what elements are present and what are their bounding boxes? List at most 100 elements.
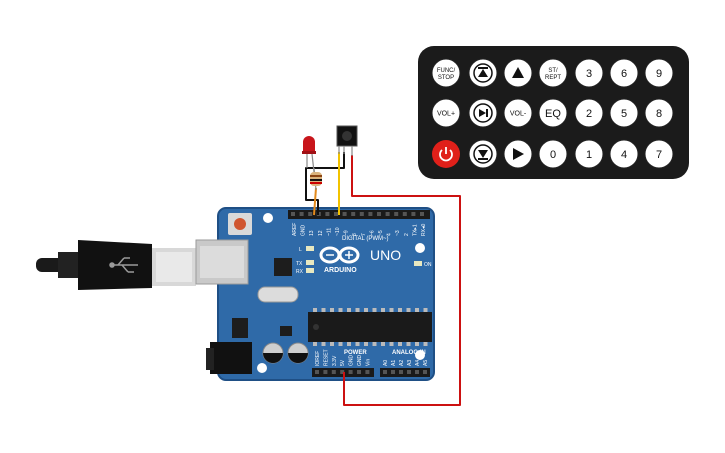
pin-label: GND	[349, 355, 355, 367]
triangle-up-icon	[512, 67, 524, 78]
triangle-up-button[interactable]	[503, 58, 533, 88]
pin-label: 13	[309, 230, 315, 236]
remote-button-label: 5	[621, 108, 627, 120]
skip-back-icon	[473, 63, 493, 83]
pin-label: Vin	[365, 359, 371, 366]
pin-label: RX◂0	[421, 224, 427, 236]
pin-label: ~3	[395, 230, 401, 236]
pin-label: AREF	[292, 223, 298, 236]
remote-button-1[interactable]: 1	[574, 139, 604, 169]
remote-button-3[interactable]: 3	[574, 58, 604, 88]
remote-button-6[interactable]: 6	[609, 58, 639, 88]
skip-forward-icon	[473, 144, 493, 164]
power-icon	[439, 147, 453, 162]
remote-button-label: 0	[550, 149, 556, 161]
remote-button-2[interactable]: 2	[574, 98, 604, 128]
remote-button-func-stop[interactable]: FUNC/STOP	[431, 58, 461, 88]
remote-button-label: 6	[621, 68, 627, 80]
analog-label: ANALOG IN	[392, 350, 426, 356]
led-tx	[306, 260, 314, 265]
arduino-logo	[319, 246, 360, 264]
remote-button-label: 1	[586, 149, 592, 161]
usb-icon	[109, 257, 138, 273]
remote-button-label: 7	[656, 149, 662, 161]
remote-button-7[interactable]: 7	[644, 139, 674, 169]
pin-label: ~9	[344, 230, 350, 236]
remote-button-label: 2	[586, 108, 592, 120]
power-label: POWER	[344, 350, 367, 356]
pin-label: ~11	[326, 228, 332, 236]
digital-label: DIGITAL (PWM~)	[342, 236, 389, 242]
remote-button-8[interactable]: 8	[644, 98, 674, 128]
remote-button-st-rept[interactable]: ST/REPT	[538, 58, 568, 88]
remote-button-4[interactable]: 4	[609, 139, 639, 169]
pin-label: 7	[361, 233, 367, 236]
pin-label: 2	[404, 233, 410, 236]
remote-button-label: VOL-	[510, 111, 527, 118]
remote-button-vol[interactable]: VOL-	[503, 98, 533, 128]
skip-back-button[interactable]	[468, 58, 498, 88]
wire-orange	[313, 187, 317, 216]
analog-header	[380, 368, 430, 377]
pin-label: 8	[352, 233, 358, 236]
pin-label: 5V	[340, 359, 346, 366]
capacitor	[262, 342, 284, 364]
pin-label: A5	[423, 360, 429, 366]
ir-receiver	[336, 125, 358, 156]
pin-label: 4	[387, 233, 393, 236]
label-tx: TX	[296, 261, 303, 267]
triangle-down-button[interactable]	[503, 139, 533, 169]
led-rx	[306, 268, 314, 273]
voltage-regulator	[232, 318, 248, 338]
wires	[305, 152, 461, 406]
led-l	[306, 246, 314, 251]
play-pause-icon	[473, 103, 493, 123]
remote-button-label: VOL+	[437, 111, 455, 118]
skip-forward-button[interactable]	[468, 139, 498, 169]
label-on: ON	[424, 262, 432, 268]
remote-button-label: 8	[656, 108, 662, 120]
triangle-down-icon	[513, 148, 524, 160]
pin-label: GND	[357, 355, 363, 367]
remote-button-9[interactable]: 9	[644, 58, 674, 88]
microcontroller-chip	[308, 312, 432, 342]
pin-label: ~5	[378, 230, 384, 236]
capacitor	[287, 342, 309, 364]
pin-label: 12	[318, 230, 324, 236]
remote-button-label: EQ	[545, 108, 561, 120]
pin-label: ~10	[335, 227, 341, 236]
label-rx: RX	[296, 269, 304, 275]
wire-black	[305, 152, 345, 215]
dc-power-jack	[206, 342, 252, 374]
digital-header	[288, 210, 430, 219]
play-pause-button[interactable]	[468, 98, 498, 128]
label-l: L	[299, 247, 302, 253]
pin-label: A3	[407, 360, 413, 366]
remote-button-5[interactable]: 5	[609, 98, 639, 128]
remote-button-label: ST/REPT	[545, 68, 561, 81]
pin-label: TX▸1	[412, 224, 418, 236]
pin-label: ~6	[369, 230, 375, 236]
power-button[interactable]	[432, 140, 460, 168]
usb-cable	[36, 240, 196, 290]
remote-button-eq[interactable]: EQ	[538, 98, 568, 128]
pin-label: IOREF	[315, 351, 321, 366]
model-text: UNO	[370, 247, 401, 263]
remote-button-vol[interactable]: VOL+	[431, 98, 461, 128]
pin-label: GND	[301, 225, 307, 237]
remote-button-label: 9	[656, 68, 662, 80]
pin-label: A0	[383, 360, 389, 366]
pin-label: A4	[415, 360, 421, 366]
led-on	[414, 261, 422, 266]
pin-label: RESET	[323, 349, 329, 366]
crystal-oscillator	[257, 286, 299, 303]
reset-button[interactable]	[228, 213, 252, 235]
remote-button-0[interactable]: 0	[538, 139, 568, 169]
pin-label: A2	[399, 360, 405, 366]
remote-button-label: 4	[621, 149, 627, 161]
red-led	[302, 136, 316, 173]
usb-chip	[274, 258, 292, 276]
